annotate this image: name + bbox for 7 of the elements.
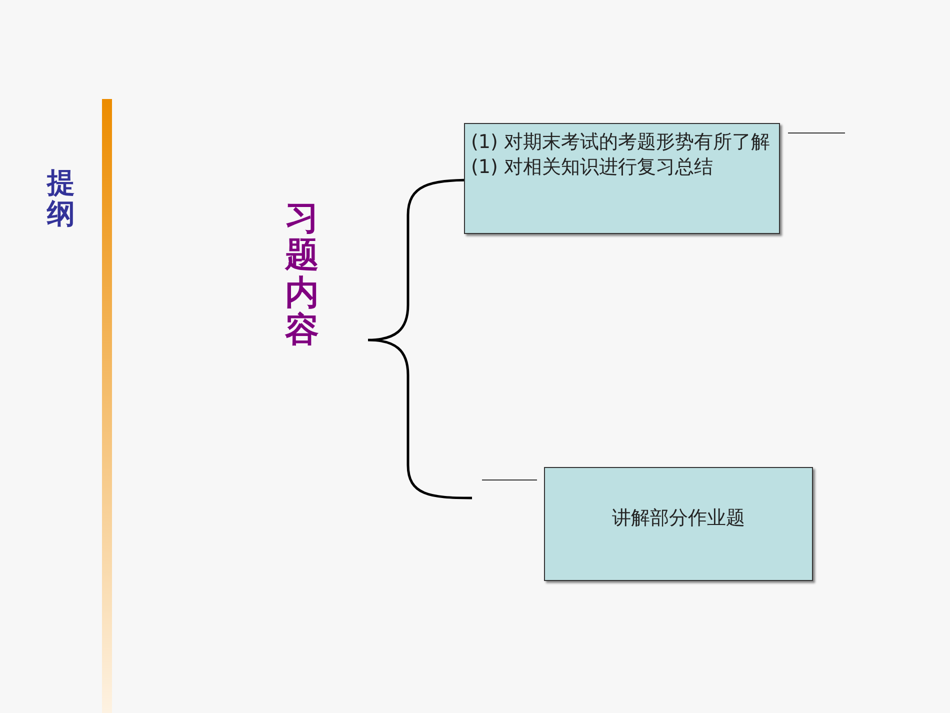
text-box (544, 467, 813, 581)
box-text: 讲解部分作业题 (611, 506, 746, 531)
side-heading: 提纲 (45, 168, 76, 230)
vertical-heading: 习题内容 (284, 200, 320, 350)
text-box (464, 123, 780, 234)
box-text: (1) 对相关知识进行复习总结 (471, 154, 714, 180)
box-text: (1) 对期末考试的考题形势有所了解 (471, 130, 771, 155)
